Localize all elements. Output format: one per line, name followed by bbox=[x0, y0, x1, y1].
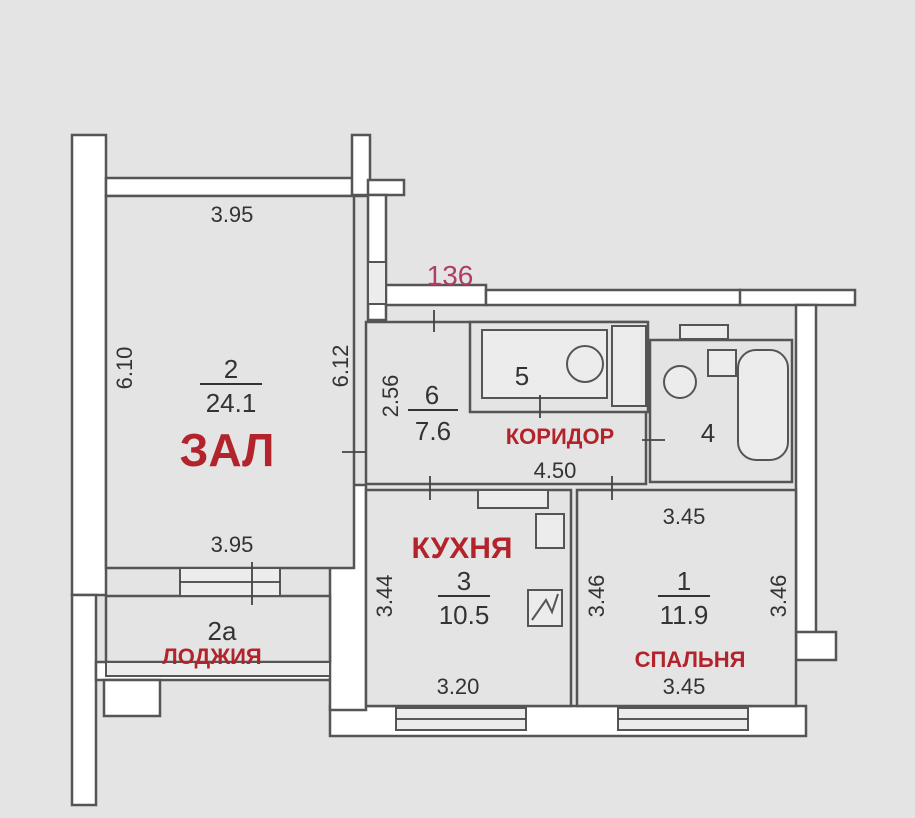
room-area-bedroom: 11.9 bbox=[660, 600, 709, 630]
room-area-corridor: 7.6 bbox=[415, 416, 451, 446]
windows bbox=[105, 567, 749, 731]
plan-number: 136 bbox=[427, 260, 474, 291]
dim-bedroom-top: 3.45 bbox=[663, 504, 706, 529]
room-name-hall: ЗАЛ bbox=[180, 424, 275, 476]
dim-kitchen-bottom: 3.20 bbox=[437, 674, 480, 699]
room-number-bedroom: 1 bbox=[677, 566, 691, 596]
room-name-corridor: КОРИДОР bbox=[506, 424, 615, 449]
bedroom-room bbox=[575, 488, 798, 708]
dim-hall-bottom: 3.95 bbox=[211, 532, 254, 557]
hall-room bbox=[104, 194, 356, 570]
dim-kitchen-height: 3.44 bbox=[372, 575, 397, 618]
room-number-kitchen: 3 bbox=[457, 566, 471, 596]
dim-hall-left: 6.10 bbox=[112, 347, 137, 390]
dim-bedroom-left: 3.46 bbox=[584, 575, 609, 618]
room-name-loggia: ЛОДЖИЯ bbox=[162, 644, 261, 669]
door-markers bbox=[251, 310, 665, 605]
dim-corridor-length: 4.50 bbox=[534, 458, 577, 483]
room-number-hall: 2 bbox=[224, 354, 238, 384]
room-number-loggia: 2a bbox=[208, 616, 237, 646]
room-area-kitchen: 10.5 bbox=[439, 600, 490, 630]
dim-corridor-height: 2.56 bbox=[378, 375, 403, 418]
dim-bedroom-right: 3.46 bbox=[766, 575, 791, 618]
fixtures bbox=[367, 261, 789, 627]
room-number-toilet: 5 bbox=[515, 361, 529, 391]
room-number-corridor: 6 bbox=[425, 380, 439, 410]
sink bbox=[527, 589, 563, 627]
room-name-kitchen: КУХНЯ bbox=[412, 532, 513, 565]
room-name-bedroom: СПАЛЬНЯ bbox=[635, 647, 746, 672]
dim-hall-top: 3.95 bbox=[211, 202, 254, 227]
dim-bedroom-bottom: 3.45 bbox=[663, 674, 706, 699]
loggia-room bbox=[104, 594, 332, 664]
room-number-bathroom: 4 bbox=[701, 418, 715, 448]
dim-hall-right: 6.12 bbox=[328, 345, 353, 388]
stove bbox=[535, 513, 565, 549]
bathtub bbox=[737, 349, 789, 461]
room-area-hall: 24.1 bbox=[206, 388, 257, 418]
